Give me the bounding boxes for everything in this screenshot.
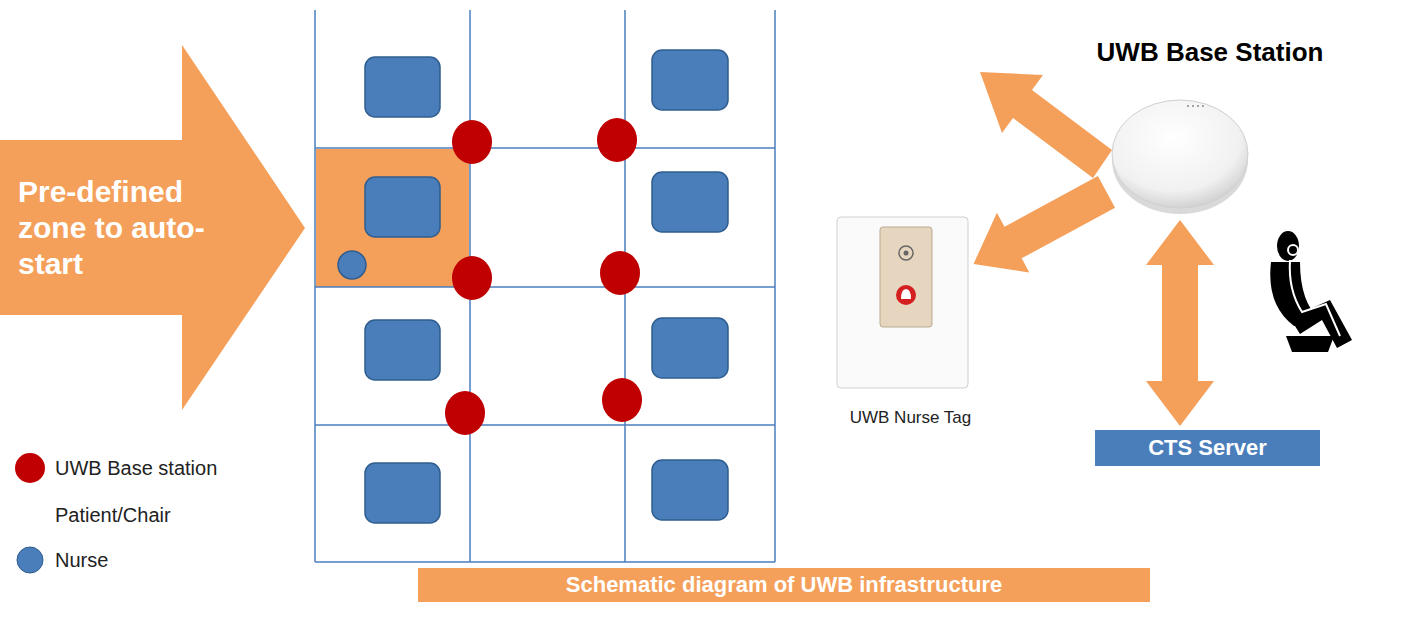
node-label: CTS Server (1148, 435, 1267, 461)
block-arrow (974, 176, 1116, 272)
dome-outline (1110, 88, 1250, 216)
legend-swatch (17, 547, 43, 573)
floor-grid (315, 10, 775, 562)
device-label: UWB Nurse Tag (850, 408, 972, 428)
uwb-nurse-tag: UWB Nurse Tag (835, 215, 970, 390)
legend-label: Nurse (55, 549, 108, 572)
nurse-dot (338, 251, 366, 279)
legend-label: UWB Base station (55, 457, 217, 480)
arrow-outline (0, 45, 305, 410)
legend-swatches (15, 453, 45, 573)
uwb-base-station: UWB Base Station (1110, 88, 1250, 216)
massage-chair-icon (1270, 231, 1352, 352)
legend-label: Patient/Chair (55, 504, 171, 527)
device-heading: UWB Base Station (1097, 37, 1324, 68)
tag-outline (835, 215, 970, 390)
uwb-base-station-dots (445, 118, 642, 435)
legend-swatch (15, 453, 45, 483)
block-arrow (1146, 220, 1214, 426)
zone-arrow: Pre-defined zone to auto-start (0, 45, 305, 410)
patient-chairs (365, 50, 728, 523)
signal-arrow (980, 72, 1112, 178)
pre-defined-zone (316, 149, 469, 287)
node-label: Pre-defined zone to auto-start (18, 174, 233, 282)
bar-outline (1095, 430, 1320, 466)
server-bar: CTS Server (1095, 430, 1320, 466)
caption-bar: Schematic diagram of UWB infrastructure (418, 568, 1150, 602)
